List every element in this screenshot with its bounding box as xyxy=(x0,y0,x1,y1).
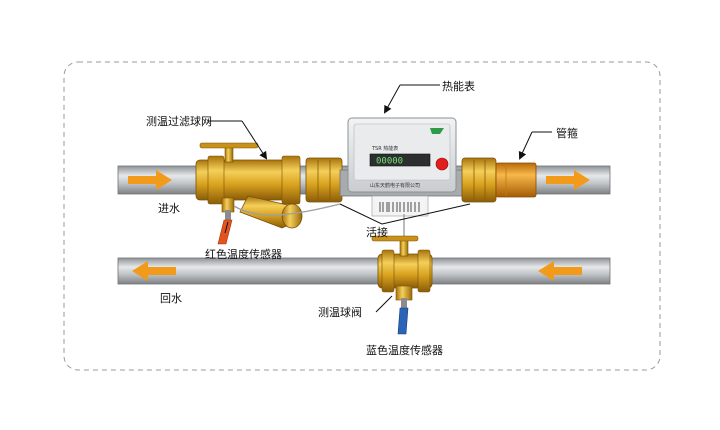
dashed-frame xyxy=(63,61,661,371)
label-heat-meter: 热能表 xyxy=(442,79,475,93)
return-inlet-arrow-icon xyxy=(538,261,582,281)
return-outlet-arrow-icon xyxy=(132,261,176,281)
label-pipe-clamp: 管箍 xyxy=(556,126,578,140)
heat-meter: TSR 热能表 00000 山东天鹤电子有限公司 xyxy=(339,117,465,217)
label-union: 活接 xyxy=(366,226,388,239)
leader-lines xyxy=(208,84,552,313)
label-water-in: 进水 xyxy=(158,202,180,215)
return-pipe xyxy=(117,257,611,285)
temperature-ball-valve xyxy=(371,235,433,301)
meter-button xyxy=(435,157,449,171)
meter-logo-icon xyxy=(430,128,444,134)
meter-model-text: TSR 热能表 xyxy=(371,145,398,152)
meter-lcd-display xyxy=(369,153,431,167)
label-blue-sensor: 蓝色温度传感器 xyxy=(366,343,443,357)
union-nut-left xyxy=(305,157,343,203)
blue-temperature-sensor xyxy=(397,298,409,335)
label-filter-valve: 测温过滤球网 xyxy=(146,114,212,128)
filter-ball-valve xyxy=(195,142,303,229)
label-water-return: 回水 xyxy=(160,292,182,305)
barcode-icon xyxy=(379,202,420,212)
label-red-sensor: 红色温度传感器 xyxy=(205,247,282,261)
union-nut-right xyxy=(461,157,497,203)
supply-outlet-arrow-icon xyxy=(546,170,590,190)
meter-company-text: 山东天鹤电子有限公司 xyxy=(370,182,420,189)
pipe-clamp xyxy=(495,162,537,198)
label-temp-ball-valve: 测温球阀 xyxy=(318,305,362,319)
meter-lcd-digits: 00000 xyxy=(376,157,403,167)
supply-inlet-arrow-icon xyxy=(128,170,172,190)
